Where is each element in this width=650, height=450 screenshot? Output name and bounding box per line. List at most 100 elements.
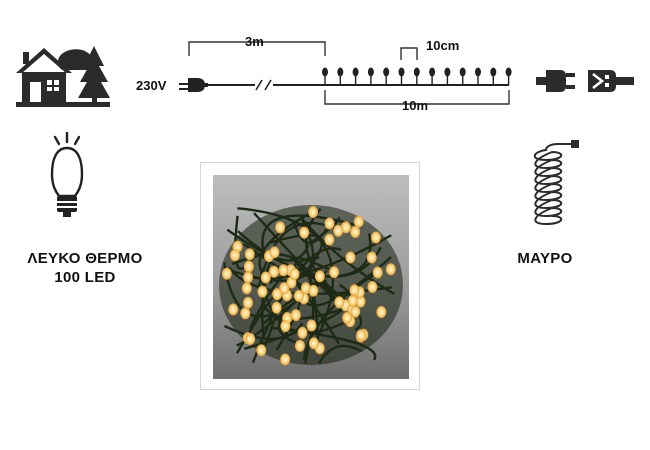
photo-led [294, 339, 305, 352]
photo-led [308, 284, 319, 297]
lit-length-bracket [324, 90, 510, 105]
led-color-label: ΛΕΥΚΟ ΘΕΡΜΟ [27, 250, 143, 267]
led-bulb-mark [459, 67, 466, 77]
led-bulb-mark [444, 67, 451, 77]
led-bulb-mark [398, 67, 405, 77]
led-bulb-mark [505, 67, 512, 77]
photo-led [269, 246, 280, 259]
photo-led [333, 224, 344, 237]
photo-led [367, 281, 378, 294]
photo-led [334, 296, 345, 309]
photo-led [329, 266, 340, 279]
led-spacing-bracket [400, 47, 418, 60]
cable-strand [317, 344, 363, 365]
photo-led [353, 215, 364, 228]
cable-strand [243, 283, 351, 350]
color-temperature-caption: ΛΕΥΚΟ ΘΕΡΜΟ 100 LED [10, 249, 160, 287]
photo-led [256, 344, 267, 357]
cable-color-label: ΜΑΥΡΟ [517, 250, 573, 267]
photo-led [324, 233, 335, 246]
photo-led [314, 270, 325, 283]
photo-led [308, 337, 319, 350]
cable-strand [237, 230, 310, 262]
photo-led [244, 248, 255, 261]
photo-led [228, 303, 239, 316]
photo-led [280, 353, 291, 366]
photo-led [366, 251, 377, 264]
photo-led [275, 221, 286, 234]
photo-led [342, 311, 353, 324]
photo-led [350, 305, 361, 318]
led-bulb-mark [352, 67, 359, 77]
cable-strand [261, 214, 363, 253]
led-bulb-mark [413, 67, 420, 77]
photo-led [257, 285, 268, 298]
photo-led [306, 319, 317, 332]
photo-led [370, 231, 381, 244]
plug-icon [179, 78, 208, 92]
led-bulb-mark [383, 67, 390, 77]
coiled-cable-icon [533, 140, 579, 226]
cable-color-caption: ΜΑΥΡΟ [490, 249, 600, 268]
led-bulb-mark [475, 67, 481, 77]
cable-strand [237, 207, 335, 339]
photo-led [241, 282, 252, 295]
photo-led [260, 271, 271, 284]
product-photo-frame [200, 162, 420, 390]
led-bulb-icon [50, 132, 84, 217]
led-bulb-mark [367, 67, 374, 77]
photo-led [289, 268, 300, 281]
photo-led [297, 326, 308, 339]
photo-led [245, 333, 256, 346]
photo-led [356, 329, 367, 342]
photo-led [300, 282, 311, 295]
photo-led [229, 249, 240, 262]
photo-led [271, 301, 282, 314]
cable-strand [231, 253, 315, 364]
light-string-photo [219, 205, 403, 366]
cable-strand [302, 270, 380, 360]
photo-led [376, 305, 387, 318]
lead-length-label: 3m [245, 34, 264, 49]
lit-length-label: 10m [402, 98, 429, 113]
photo-led [272, 288, 283, 301]
photo-led [243, 260, 254, 273]
photo-led [355, 295, 366, 308]
photo-led [347, 294, 358, 307]
photo-led [340, 221, 351, 234]
cable-strand [283, 233, 372, 279]
photo-led [280, 320, 291, 333]
lead-length-bracket [188, 41, 326, 56]
photo-led [372, 266, 383, 279]
led-row [322, 67, 512, 85]
photo-led [349, 284, 360, 297]
photo-led [299, 226, 310, 239]
photo-led [279, 282, 290, 295]
photo-led [278, 264, 289, 277]
photo-led [345, 251, 356, 264]
photo-led [324, 217, 335, 230]
product-photo [213, 175, 409, 379]
led-bulb-mark [322, 67, 328, 77]
photo-led [308, 206, 319, 219]
cable-strand [299, 216, 395, 295]
led-spacing-label: 10cm [426, 38, 460, 53]
led-count-label: 100 LED [54, 269, 116, 286]
photo-led [350, 225, 361, 238]
photo-led [268, 265, 279, 278]
house-tree-icon [16, 46, 110, 107]
extendable-connector-icon [536, 70, 634, 92]
photo-led [243, 271, 254, 284]
led-bulb-mark [490, 67, 497, 77]
wiring-diagram [179, 41, 512, 105]
photo-led [290, 309, 301, 322]
cable-strand [223, 322, 304, 341]
voltage-label: 230V [136, 78, 167, 93]
photo-led [221, 267, 232, 280]
photo-led [293, 289, 304, 302]
led-bulb-mark [429, 67, 436, 77]
led-bulb-mark [337, 67, 344, 77]
photo-led [240, 307, 251, 320]
photo-led [242, 296, 253, 309]
photo-led [385, 263, 396, 276]
